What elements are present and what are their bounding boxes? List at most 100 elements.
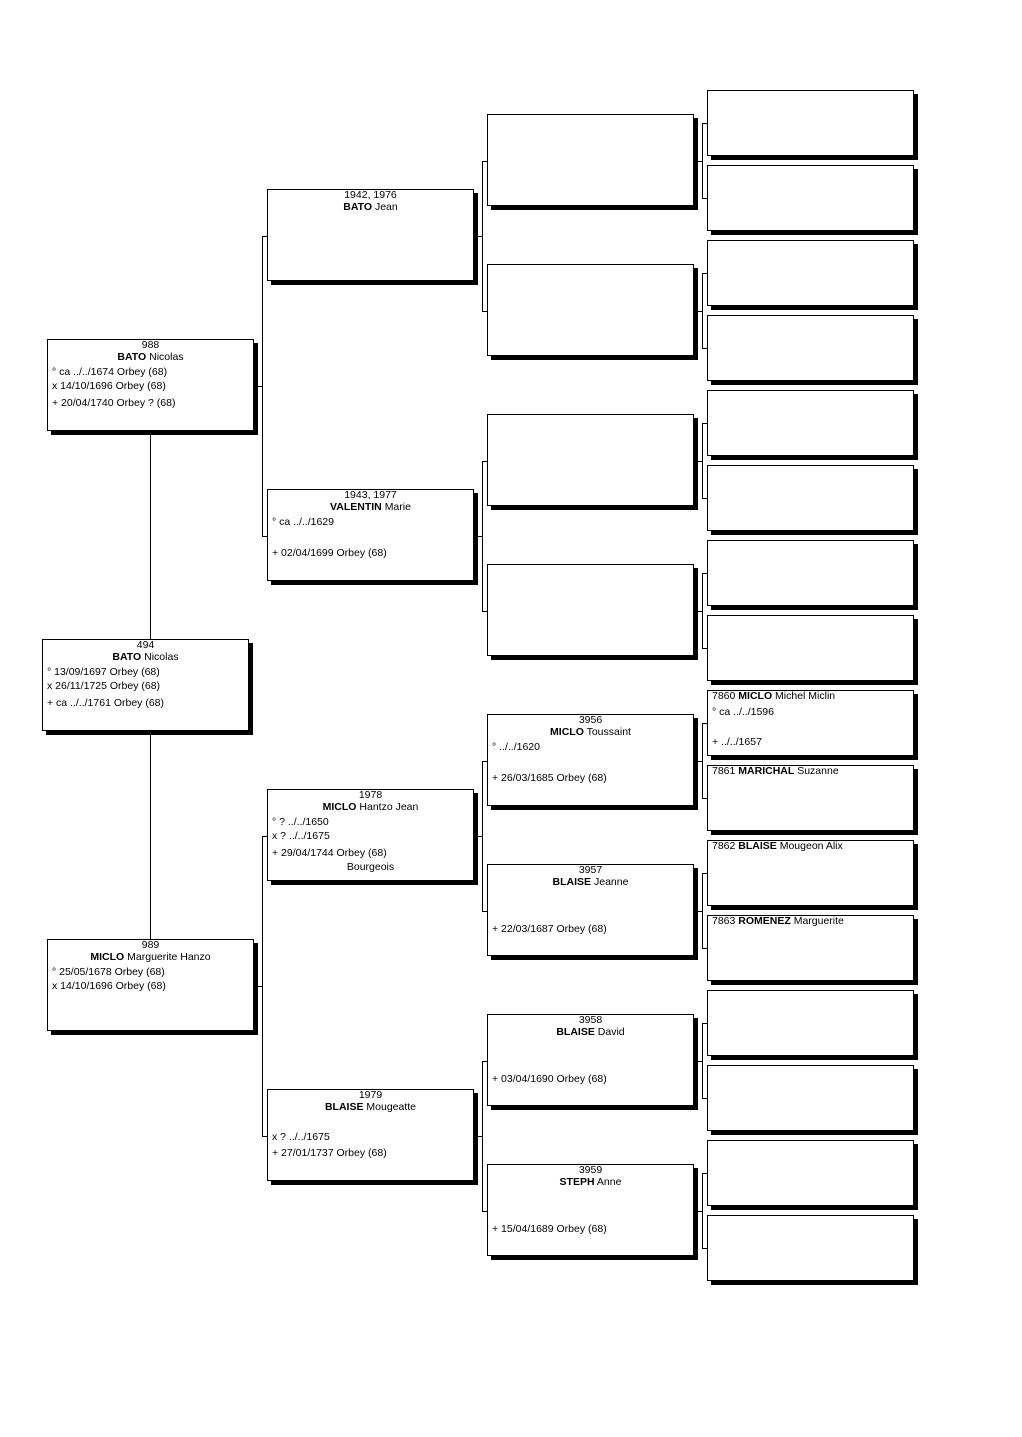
sosa-number: 3956: [578, 714, 603, 726]
person-name: BATO Nicolas: [112, 650, 179, 663]
sosa-number: 1943, 1977: [344, 489, 397, 501]
person-card-7861[interactable]: 7861 MARICHAL Suzanne: [707, 765, 914, 831]
sosa-number: 1942, 1976: [344, 189, 397, 201]
person-card-empty[interactable]: [707, 240, 914, 306]
person-card-empty[interactable]: [707, 615, 914, 681]
birth-event: ° ? ../../1650: [272, 815, 329, 828]
sosa-number: 1978: [358, 789, 383, 801]
connector-line: [262, 236, 263, 536]
person-card-3957[interactable]: 3957 BLAISE Jeanne + 22/03/1687 Orbey (6…: [487, 864, 694, 956]
connector-line: [702, 123, 703, 199]
person-card-989[interactable]: 989 MICLO Marguerite Hanzo ° 25/05/1678 …: [47, 939, 254, 1031]
connector-line: [702, 423, 703, 499]
connector-line: [702, 1248, 708, 1249]
connector-line: [702, 498, 708, 499]
person-card-empty[interactable]: [707, 990, 914, 1056]
connector-line: [482, 761, 488, 762]
connector-line: [702, 1023, 708, 1024]
person-card-empty[interactable]: [707, 1065, 914, 1131]
connector-line: [477, 536, 483, 537]
connector-line: [702, 1173, 708, 1174]
connector-line: [697, 311, 703, 312]
birth-event: ° ca ../../1629: [272, 515, 334, 528]
marriage-event: x 14/10/1696 Orbey (68): [52, 380, 166, 393]
connector-line: [702, 873, 703, 949]
connector-line: [482, 611, 488, 612]
person-card-empty[interactable]: [707, 90, 914, 156]
sosa-number: 3959: [578, 1164, 603, 1176]
connector-line: [262, 836, 263, 1136]
connector-line: [702, 798, 708, 799]
connector-line: [702, 873, 708, 874]
person-card-7862[interactable]: 7862 BLAISE Mougeon Alix: [707, 840, 914, 906]
sosa-number: 7860: [712, 690, 736, 702]
person-card-empty[interactable]: [487, 564, 694, 656]
connector-line: [150, 432, 151, 640]
birth-event: ° ../../1620: [492, 740, 540, 753]
connector-line: [482, 911, 488, 912]
connector-line: [702, 1023, 703, 1099]
connector-line: [702, 198, 708, 199]
sosa-number: 7863: [712, 915, 736, 927]
connector-line: [262, 536, 268, 537]
connector-line: [702, 423, 708, 424]
marriage-event: x 14/10/1696 Orbey (68): [52, 980, 166, 993]
connector-line: [702, 948, 708, 949]
birth-event: ° ca ../../1596: [712, 705, 774, 718]
connector-line: [697, 611, 703, 612]
person-card-3958[interactable]: 3958 BLAISE David + 03/04/1690 Orbey (68…: [487, 1014, 694, 1106]
connector-line: [697, 1061, 703, 1062]
connector-line: [482, 1061, 483, 1211]
death-event: + 02/04/1699 Orbey (68): [272, 547, 387, 560]
person-card-empty[interactable]: [487, 264, 694, 356]
connector-line: [702, 1173, 703, 1249]
sosa-number: 989: [141, 939, 160, 951]
connector-line: [482, 1061, 488, 1062]
sosa-number: 7862: [712, 840, 736, 852]
person-card-1979[interactable]: 1979 BLAISE Mougeatte x ? ../../1675 + 2…: [267, 1089, 474, 1181]
connector-line: [702, 348, 708, 349]
person-card-empty[interactable]: [487, 114, 694, 206]
person-card-empty[interactable]: [707, 1215, 914, 1281]
sosa-number: 7861: [712, 765, 736, 777]
person-card-empty[interactable]: [707, 390, 914, 456]
connector-line: [697, 161, 703, 162]
person-card-3959[interactable]: 3959 STEPH Anne + 15/04/1689 Orbey (68): [487, 1164, 694, 1256]
person-name: BLAISE Mougeatte: [324, 1100, 417, 1113]
connector-line: [262, 236, 268, 237]
connector-line: [482, 761, 483, 911]
birth-event: ° ca ../../1674 Orbey (68): [52, 365, 168, 378]
connector-line: [477, 1136, 483, 1137]
death-event: + ../../1657: [712, 735, 762, 748]
marriage-event: x ? ../../1675: [272, 1130, 330, 1143]
connector-line: [697, 911, 703, 912]
person-card-1978[interactable]: 1978 MICLO Hantzo Jean ° ? ../../1650 x …: [267, 789, 474, 881]
person-card-empty[interactable]: [707, 540, 914, 606]
person-card-1943[interactable]: 1943, 1977 VALENTIN Marie ° ca ../../162…: [267, 489, 474, 581]
person-name: 7862 BLAISE Mougeon Alix: [712, 840, 843, 852]
person-card-empty[interactable]: [707, 1140, 914, 1206]
person-card-7863[interactable]: 7863 ROMENEZ Marguerite: [707, 915, 914, 981]
person-name: VALENTIN Marie: [330, 500, 411, 513]
person-card-empty[interactable]: [707, 165, 914, 231]
person-card-7860[interactable]: 7860 MICLO Michel Miclin ° ca ../../1596…: [707, 690, 914, 756]
connector-line: [482, 311, 488, 312]
sosa-number: 1979: [358, 1089, 383, 1101]
person-card-988[interactable]: 988 BATO Nicolas ° ca ../../1674 Orbey (…: [47, 339, 254, 431]
connector-line: [702, 1098, 708, 1099]
person-card-494[interactable]: 494 BATO Nicolas ° 13/09/1697 Orbey (68)…: [42, 639, 249, 731]
person-card-1942[interactable]: 1942, 1976 BATO Jean: [267, 189, 474, 281]
connector-line: [702, 723, 708, 724]
person-name: MICLO Hantzo Jean: [322, 800, 419, 813]
person-card-empty[interactable]: [707, 315, 914, 381]
person-card-empty[interactable]: [707, 465, 914, 531]
person-card-3956[interactable]: 3956 MICLO Toussaint ° ../../1620 + 26/0…: [487, 714, 694, 806]
connector-line: [262, 836, 268, 837]
connector-line: [702, 573, 703, 649]
connector-line: [697, 761, 703, 762]
person-name: 7861 MARICHAL Suzanne: [712, 765, 839, 777]
person-card-empty[interactable]: [487, 414, 694, 506]
connector-line: [482, 161, 488, 162]
connector-line: [702, 723, 703, 799]
person-name: 7860 MICLO Michel Miclin: [712, 690, 836, 702]
